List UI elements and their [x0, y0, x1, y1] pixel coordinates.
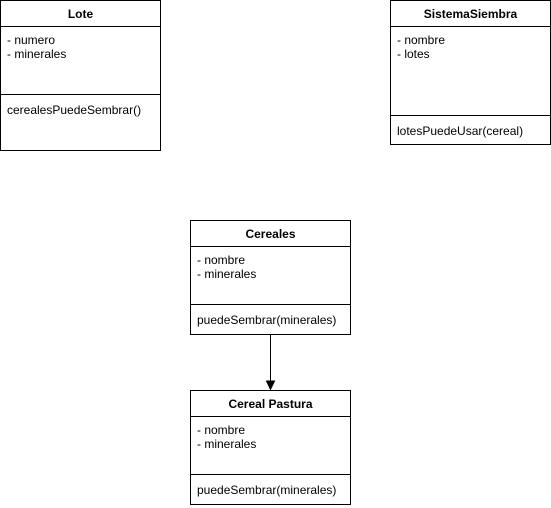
attribute-nombre: - nombre [197, 423, 246, 437]
attribute-nombre: - nombre [397, 33, 446, 47]
class-sistema-siembra-name: SistemaSiembra [391, 1, 550, 27]
attribute-minerales: - minerales [197, 267, 257, 281]
class-cereales-attributes: - nombre - minerales [191, 247, 350, 305]
method-puede-sembrar: puedeSembrar(minerales) [197, 313, 337, 327]
class-cereal-pastura-methods: puedeSembrar(minerales) [191, 475, 350, 497]
attribute-nombre: - nombre [197, 253, 246, 267]
class-cereales-name: Cereales [191, 221, 350, 247]
class-cereal-pastura[interactable]: Cereal Pastura - nombre - minerales pued… [190, 390, 351, 505]
class-sistema-siembra-attributes: - nombre - lotes [391, 27, 550, 116]
class-cereal-pastura-attributes: - nombre - minerales [191, 417, 350, 475]
method-lotes-puede-usar: lotesPuedeUsar(cereal) [397, 124, 524, 138]
class-lote[interactable]: Lote - numero - minerales cerealesPuedeS… [0, 0, 161, 151]
class-sistema-siembra[interactable]: SistemaSiembra - nombre - lotes lotesPue… [390, 0, 551, 145]
class-sistema-siembra-methods: lotesPuedeUsar(cereal) [391, 116, 550, 138]
method-puede-sembrar: puedeSembrar(minerales) [197, 483, 337, 497]
relation-arrowhead [265, 380, 276, 391]
class-cereales[interactable]: Cereales - nombre - minerales puedeSembr… [190, 220, 351, 335]
attribute-lotes: - lotes [397, 47, 430, 61]
class-lote-methods: cerealesPuedeSembrar() [1, 95, 160, 117]
class-lote-name: Lote [1, 1, 160, 27]
class-lote-attributes: - numero - minerales [1, 27, 160, 95]
attribute-numero: - numero [7, 33, 56, 47]
attribute-minerales: - minerales [197, 437, 257, 451]
class-cereal-pastura-name: Cereal Pastura [191, 391, 350, 417]
attribute-minerales: - minerales [7, 47, 67, 61]
method-cereales-puede-sembrar: cerealesPuedeSembrar() [7, 103, 142, 117]
class-cereales-methods: puedeSembrar(minerales) [191, 305, 350, 327]
